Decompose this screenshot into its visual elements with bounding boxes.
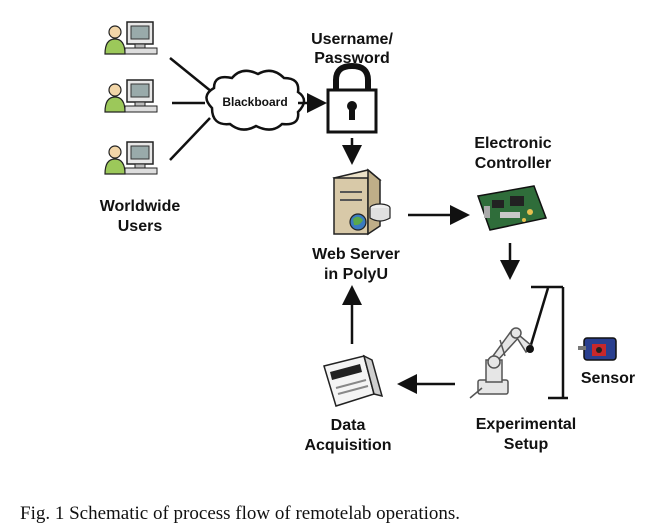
sensor-label: Sensor — [581, 370, 635, 387]
setup-label-line1: Experimental — [476, 416, 576, 433]
cloud-icon: Blackboard — [205, 69, 306, 131]
controller-label-line2: Controller — [475, 155, 551, 172]
padlock-icon — [326, 62, 378, 134]
server-icon — [332, 168, 391, 236]
sensor-icon — [578, 337, 617, 361]
users-label-line2: Users — [118, 218, 163, 235]
circuit-board-icon — [476, 185, 548, 231]
webserver-label-line1: Web Server — [312, 246, 400, 263]
password-label: Password — [314, 50, 390, 67]
user-computer-icon — [104, 79, 158, 113]
user-computer-icon — [104, 21, 158, 55]
setup-label-line2: Setup — [504, 436, 549, 453]
figure-caption: Fig. 1 Schematic of process flow of remo… — [20, 503, 460, 524]
blackboard-label: Blackboard — [222, 95, 287, 109]
user-computer-icon — [104, 141, 158, 175]
setup-joint-marker — [526, 345, 534, 353]
daq-label-line2: Acquisition — [304, 437, 391, 454]
setup-frame — [528, 285, 568, 400]
username-label: Username/ — [311, 31, 393, 48]
daq-label-line1: Data — [331, 417, 366, 434]
robot-arm-icon — [469, 327, 534, 399]
controller-label-line1: Electronic — [474, 135, 551, 152]
user-links — [169, 57, 213, 161]
webserver-label-line2: in PolyU — [324, 266, 388, 283]
users-label-line1: Worldwide — [100, 198, 181, 215]
daq-device-icon — [323, 354, 384, 407]
